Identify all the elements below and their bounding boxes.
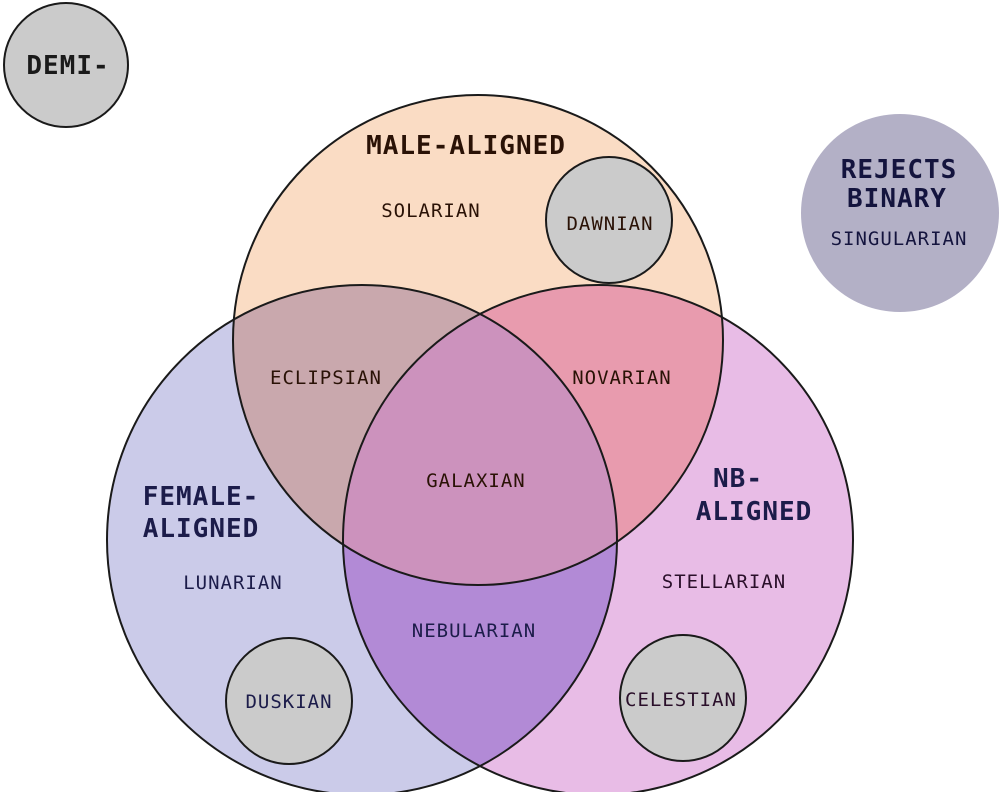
rejects-title-line2: BINARY — [847, 184, 947, 214]
stellarian-label: STELLARIAN — [662, 571, 786, 593]
male-aligned-title: MALE-ALIGNED — [366, 131, 566, 161]
female-aligned-title-line2: ALIGNED — [143, 514, 260, 544]
nb-aligned-title-line2: ALIGNED — [696, 497, 813, 527]
lunarian-label: LUNARIAN — [183, 572, 283, 594]
nb-aligned-outline — [342, 284, 854, 792]
singularian-label: SINGULARIAN — [831, 228, 968, 250]
duskian-label: DUSKIAN — [245, 691, 332, 713]
male-aligned-outline — [232, 94, 724, 586]
all-three-overlap — [343, 285, 617, 585]
galaxian-label: GALAXIAN — [426, 470, 526, 492]
demi-legend-label: DEMI- — [26, 51, 109, 81]
dawnian-circle — [545, 156, 673, 284]
nebularian-label: NEBULARIAN — [412, 620, 536, 642]
duskian-circle — [225, 637, 353, 765]
eclipsian-label: ECLIPSIAN — [270, 367, 382, 389]
celestian-label: CELESTIAN — [625, 689, 737, 711]
celestian-circle — [619, 634, 747, 762]
rejects-binary-circle — [801, 114, 999, 312]
dawnian-label: DAWNIAN — [566, 213, 653, 235]
solarian-label: SOLARIAN — [381, 200, 481, 222]
nb-aligned-title-line1: NB- — [713, 464, 763, 494]
female-aligned-outline — [106, 284, 618, 792]
female-aligned-title-line1: FEMALE- — [143, 482, 260, 512]
novarian-label: NOVARIAN — [572, 367, 672, 389]
demi-legend-circle — [3, 2, 129, 128]
rejects-title-line1: REJECTS — [841, 155, 958, 185]
